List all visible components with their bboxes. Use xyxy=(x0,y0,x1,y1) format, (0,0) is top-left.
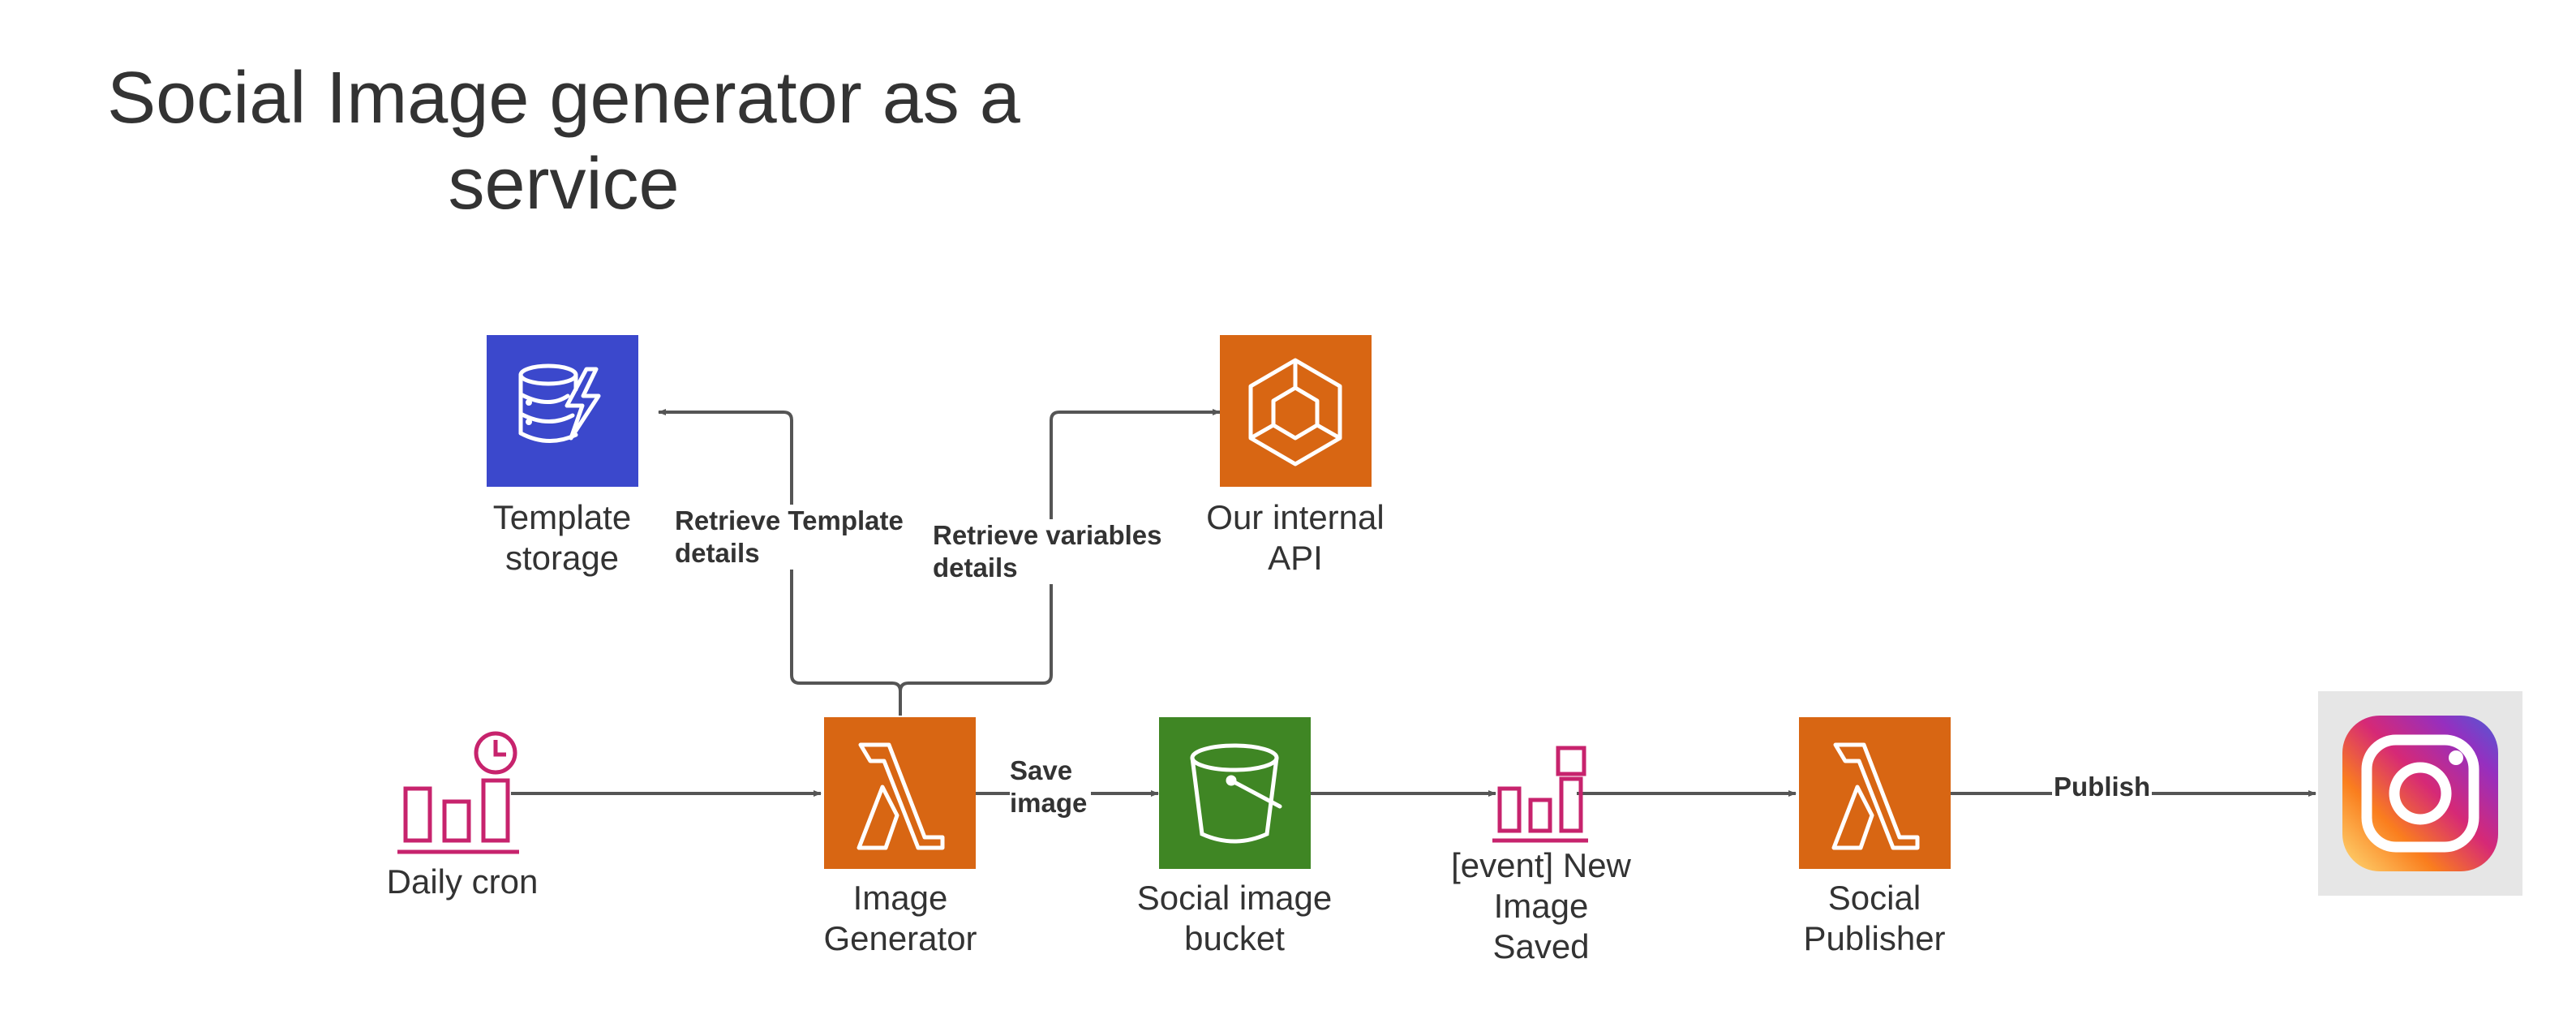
event-node xyxy=(1492,746,1588,843)
image-generator-label: Image Generator xyxy=(823,879,977,957)
template-storage-label: Template storage xyxy=(492,498,632,577)
bucket-node xyxy=(1159,717,1311,869)
diagram-title: Social Image generator as a service xyxy=(107,58,1020,225)
lambda-tile-generator xyxy=(824,717,976,869)
s3-bucket-icon xyxy=(1190,743,1282,844)
social-publisher-label: Social Publisher xyxy=(1803,879,1946,957)
bucket-label: Social image bucket xyxy=(1136,879,1333,957)
connectors xyxy=(511,409,2316,797)
dynamodb-tile xyxy=(487,335,638,487)
internal-api-label: Our internal API xyxy=(1206,498,1385,577)
lambda-tile-publisher xyxy=(1799,717,1951,869)
s3-tile xyxy=(1159,717,1311,869)
edge-generator-to-internal-api xyxy=(899,409,1221,692)
eventbridge-scheduled-rule-icon xyxy=(397,731,519,854)
eventbridge-event-icon xyxy=(1492,746,1588,843)
edge-label-retrieve-template: Retrieve Template details xyxy=(675,505,918,570)
instagram-node xyxy=(2318,691,2522,896)
image-generator-node xyxy=(824,717,976,869)
ecs-icon xyxy=(1248,358,1342,467)
internal-api-node xyxy=(1220,335,1372,487)
daily-cron-node xyxy=(397,731,519,854)
social-publisher-node xyxy=(1799,717,1951,869)
daily-cron-label: Daily cron xyxy=(386,862,539,901)
lambda-icon xyxy=(857,742,945,850)
dynamodb-icon xyxy=(518,363,601,444)
event-label: [event] New Image Saved xyxy=(1451,846,1631,965)
lambda-icon xyxy=(1831,742,1920,850)
edge-label-save-image: Save image xyxy=(1010,755,1091,819)
edge-label-retrieve-variables: Retrieve variables details xyxy=(933,519,1176,584)
edge-generator-to-template-storage xyxy=(658,409,902,716)
edge-label-publish: Publish xyxy=(2052,771,2153,803)
template-storage-node xyxy=(487,335,638,487)
instagram-icon xyxy=(2342,716,2498,871)
